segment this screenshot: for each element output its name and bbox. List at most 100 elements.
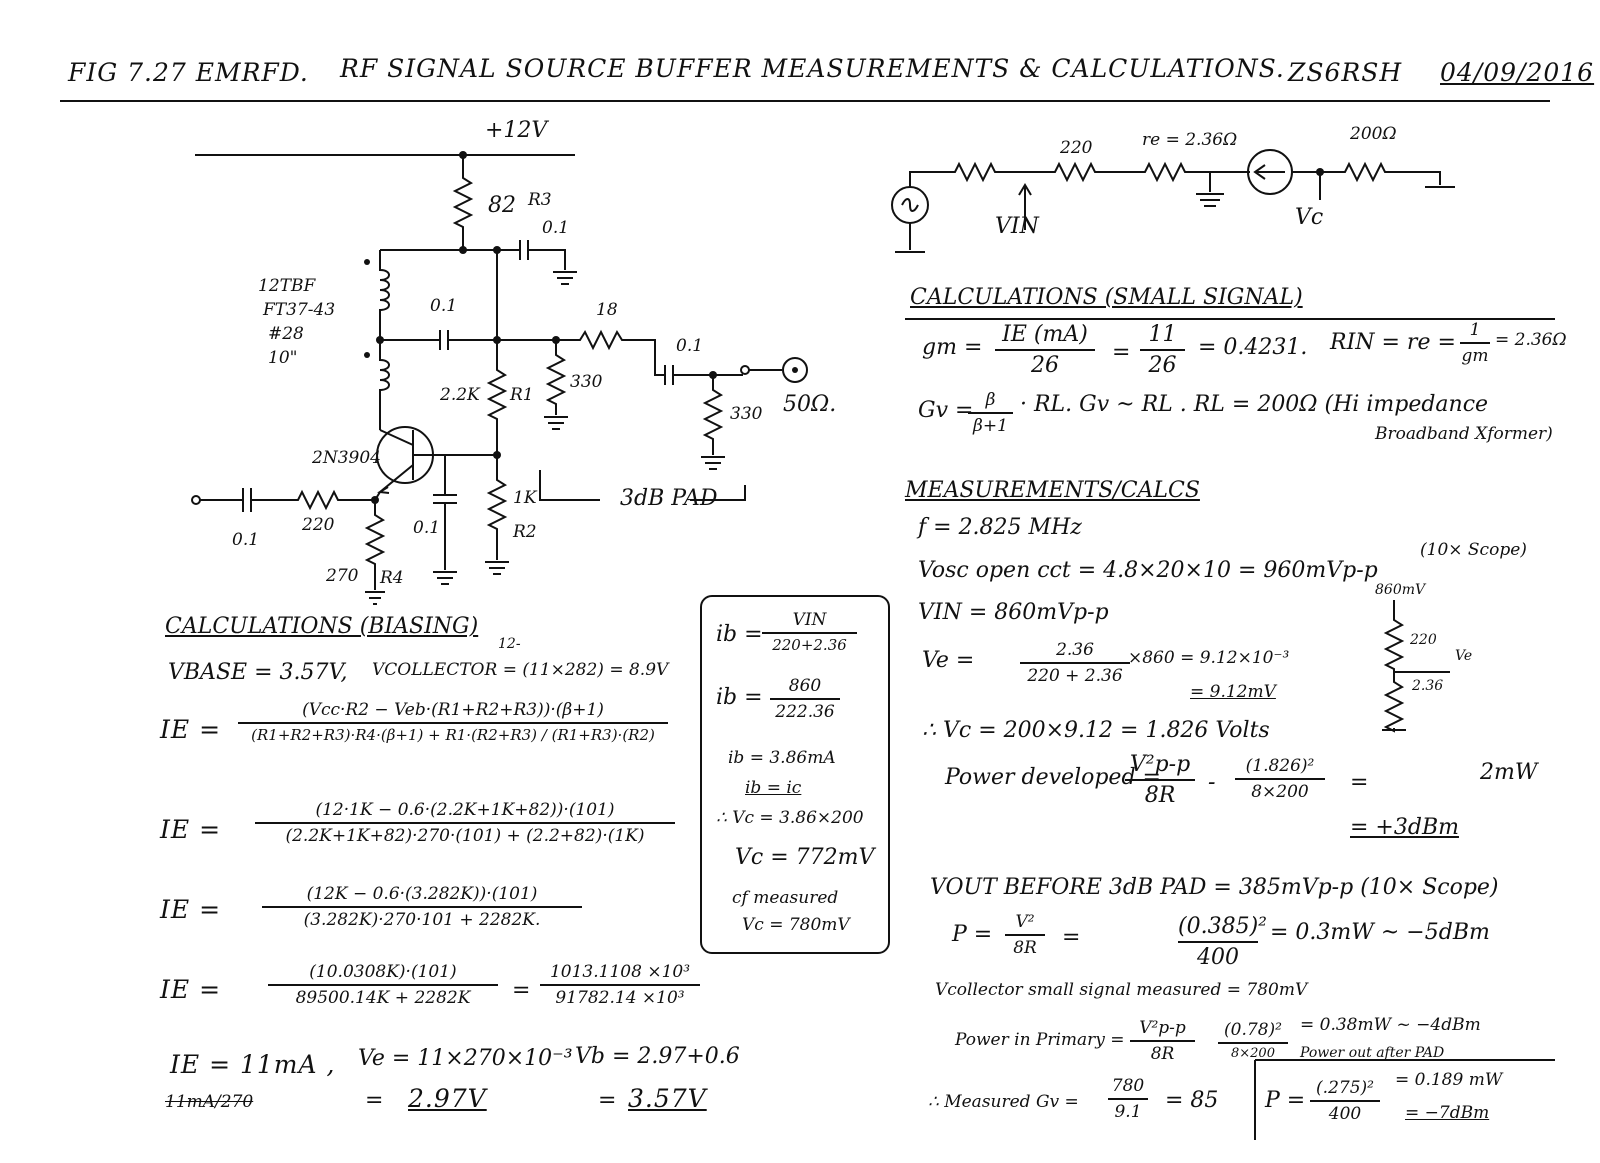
- gm-num-2: 11: [1148, 322, 1177, 347]
- primary-power-num: V²p-p: [1139, 1018, 1186, 1038]
- ie4-equals: =: [512, 978, 531, 1003]
- box-l1-fraction: VIN 220+2.36: [762, 610, 857, 654]
- ie4-numerator-2: 1013.1108 ×10³: [549, 962, 691, 982]
- vin-measured: VIN = 860mVp-p: [918, 600, 1109, 625]
- ie4-denominator: 89500.14K + 2282K: [295, 988, 471, 1008]
- model-rl: 200Ω: [1350, 124, 1397, 144]
- ie1-label: IE =: [160, 715, 222, 744]
- power-result-mw: 2mW: [1480, 760, 1538, 785]
- gm-label: gm =: [922, 335, 983, 360]
- rin-result: = 2.36Ω: [1495, 330, 1567, 350]
- frequency: f = 2.825 MHz: [918, 515, 1082, 540]
- ve-equals: =: [365, 1088, 384, 1113]
- small-signal-heading: CALCULATIONS (SMALL SIGNAL): [910, 285, 1303, 310]
- divider-r1: 220: [1410, 632, 1437, 648]
- power-den: 8R: [1144, 783, 1176, 808]
- measured-gv-den: 9.1: [1114, 1102, 1142, 1122]
- title-underline: [60, 100, 1550, 102]
- gm-equals: =: [1112, 340, 1131, 365]
- ie4-fraction-b: 1013.1108 ×10³ 91782.14 ×10³: [540, 962, 700, 1008]
- gm-den-2: 26: [1148, 353, 1177, 378]
- box-l3: ib = 3.86mA: [728, 748, 836, 768]
- pad-label: 3dB PAD: [620, 486, 718, 511]
- power-fraction: V²p-p 8R: [1125, 752, 1195, 808]
- box-l1-den: 220+2.36: [772, 636, 847, 654]
- page-title: RF SIGNAL SOURCE BUFFER MEASUREMENTS & C…: [340, 54, 1285, 83]
- vosc-note: (10× Scope): [1420, 540, 1527, 560]
- measured-gv-fraction: 780 9.1: [1108, 1076, 1148, 1122]
- power-equals: =: [1350, 770, 1369, 795]
- box-l2-den: 222.36: [775, 702, 835, 722]
- box-l4: ib = ic: [745, 778, 802, 798]
- ve-result: 2.97V: [408, 1084, 487, 1113]
- power-num: V²p-p: [1129, 752, 1191, 777]
- ve-result-mv: = 9.12mV: [1190, 682, 1276, 702]
- model-vin: VIN: [995, 214, 1039, 239]
- power-num-2: (1.826)²: [1245, 756, 1315, 776]
- vcollector-measured: Vcollector small signal measured = 780mV: [935, 980, 1308, 1000]
- rin-num: 1: [1469, 320, 1481, 340]
- emitter-bypass-cap-value: 0.1: [413, 518, 441, 538]
- inductor-note-3: #28: [268, 324, 304, 344]
- primary-power-result: = 0.38mW ~ −4dBm: [1300, 1015, 1481, 1035]
- pout-fraction: (.275)² 400: [1310, 1078, 1380, 1124]
- gm-den: 26: [1031, 353, 1059, 378]
- inductor-note-4: 10": [268, 348, 298, 368]
- ie2-fraction: (12·1K − 0.6·(2.2K+1K+82))·(101) (2.2K+1…: [255, 800, 675, 846]
- input-cap-value: 0.1: [232, 530, 260, 550]
- p-num: V²: [1015, 912, 1035, 932]
- ie2-denominator: (2.2K+1K+82)·270·(101) + (2.2+82)·(1K): [285, 826, 645, 846]
- rin-label: RIN = re =: [1330, 330, 1456, 355]
- struck-out-work: 11mA/270: [165, 1092, 254, 1112]
- measured-gv-num: 780: [1111, 1076, 1145, 1096]
- pout-label: P =: [1265, 1088, 1306, 1113]
- gv-den: β+1: [973, 416, 1008, 436]
- gv-fraction: β β+1: [968, 390, 1013, 436]
- gv-note: Broadband Xformer): [1375, 424, 1553, 444]
- box-l7: cf measured: [732, 888, 839, 908]
- output-cap-value: 0.1: [676, 336, 704, 356]
- ie2-label: IE =: [160, 815, 222, 844]
- measured-gv-result: = 85: [1165, 1088, 1219, 1113]
- top-cap-value: 0.1: [542, 218, 570, 238]
- divider-r2: 2.36: [1412, 678, 1444, 694]
- input-resistor-value: 220: [302, 515, 335, 535]
- gm-fraction-2: 11 26: [1140, 322, 1185, 378]
- measurements-heading: MEASUREMENTS/CALCS: [905, 478, 1200, 503]
- p-num-2: (0.385)²: [1178, 914, 1267, 939]
- vb-equals: =: [598, 1088, 617, 1113]
- ie1-denominator: (R1+R2+R3)·R4·(β+1) + R1·(R2+R3) / (R1+R…: [251, 726, 655, 744]
- r4-value: 270: [326, 566, 359, 586]
- rin-den: gm: [1461, 346, 1489, 366]
- power-result-dbm: = +3dBm: [1350, 815, 1459, 840]
- ie1-fraction: (Vcc·R2 − Veb·(R1+R2+R3))·(β+1) (R1+R2+R…: [238, 700, 668, 744]
- r1-value: 2.2K: [440, 385, 480, 405]
- box-l8: Vc = 780mV: [742, 915, 850, 935]
- ve-fraction: 2.36 220 + 2.36: [1020, 640, 1130, 686]
- p-den: 8R: [1013, 938, 1037, 958]
- pout-den: 400: [1328, 1104, 1362, 1124]
- ie4-denominator-2: 91782.14 ×10³: [555, 988, 685, 1008]
- primary-power-den: 8R: [1150, 1044, 1175, 1064]
- ie3-label: IE =: [160, 895, 222, 924]
- ie-result: IE = 11mA ,: [170, 1050, 336, 1079]
- divider-top: 860mV: [1375, 582, 1426, 598]
- ve-expression: ×860 = 9.12×10⁻³: [1128, 648, 1290, 668]
- box-l1-num: VIN: [792, 610, 827, 630]
- vcollector: VCOLLECTOR = (11×282) = 8.9V: [372, 660, 669, 680]
- ie3-numerator: (12K − 0.6·(3.282K))·(101): [306, 884, 538, 904]
- box-l1-label: ib =: [716, 622, 763, 647]
- author-callsign: ZS6RSH: [1288, 58, 1403, 87]
- p-fraction: V² 8R: [1005, 912, 1045, 958]
- box-l2-fraction: 860 222.36: [770, 676, 840, 722]
- p-equals: =: [1062, 925, 1081, 950]
- ve-num: 2.36: [1056, 640, 1094, 660]
- power-dash: -: [1208, 770, 1216, 795]
- primary-power-den-2: 8×200: [1231, 1046, 1275, 1061]
- gv-label: Gv =: [918, 398, 974, 423]
- ve-label: Ve =: [922, 648, 975, 673]
- inductor-note-2: FT37-43: [263, 300, 336, 320]
- power-den-2: 8×200: [1251, 782, 1309, 802]
- inductor-note-1: 12TBF: [258, 276, 316, 296]
- output-impedance: 50Ω.: [783, 392, 837, 417]
